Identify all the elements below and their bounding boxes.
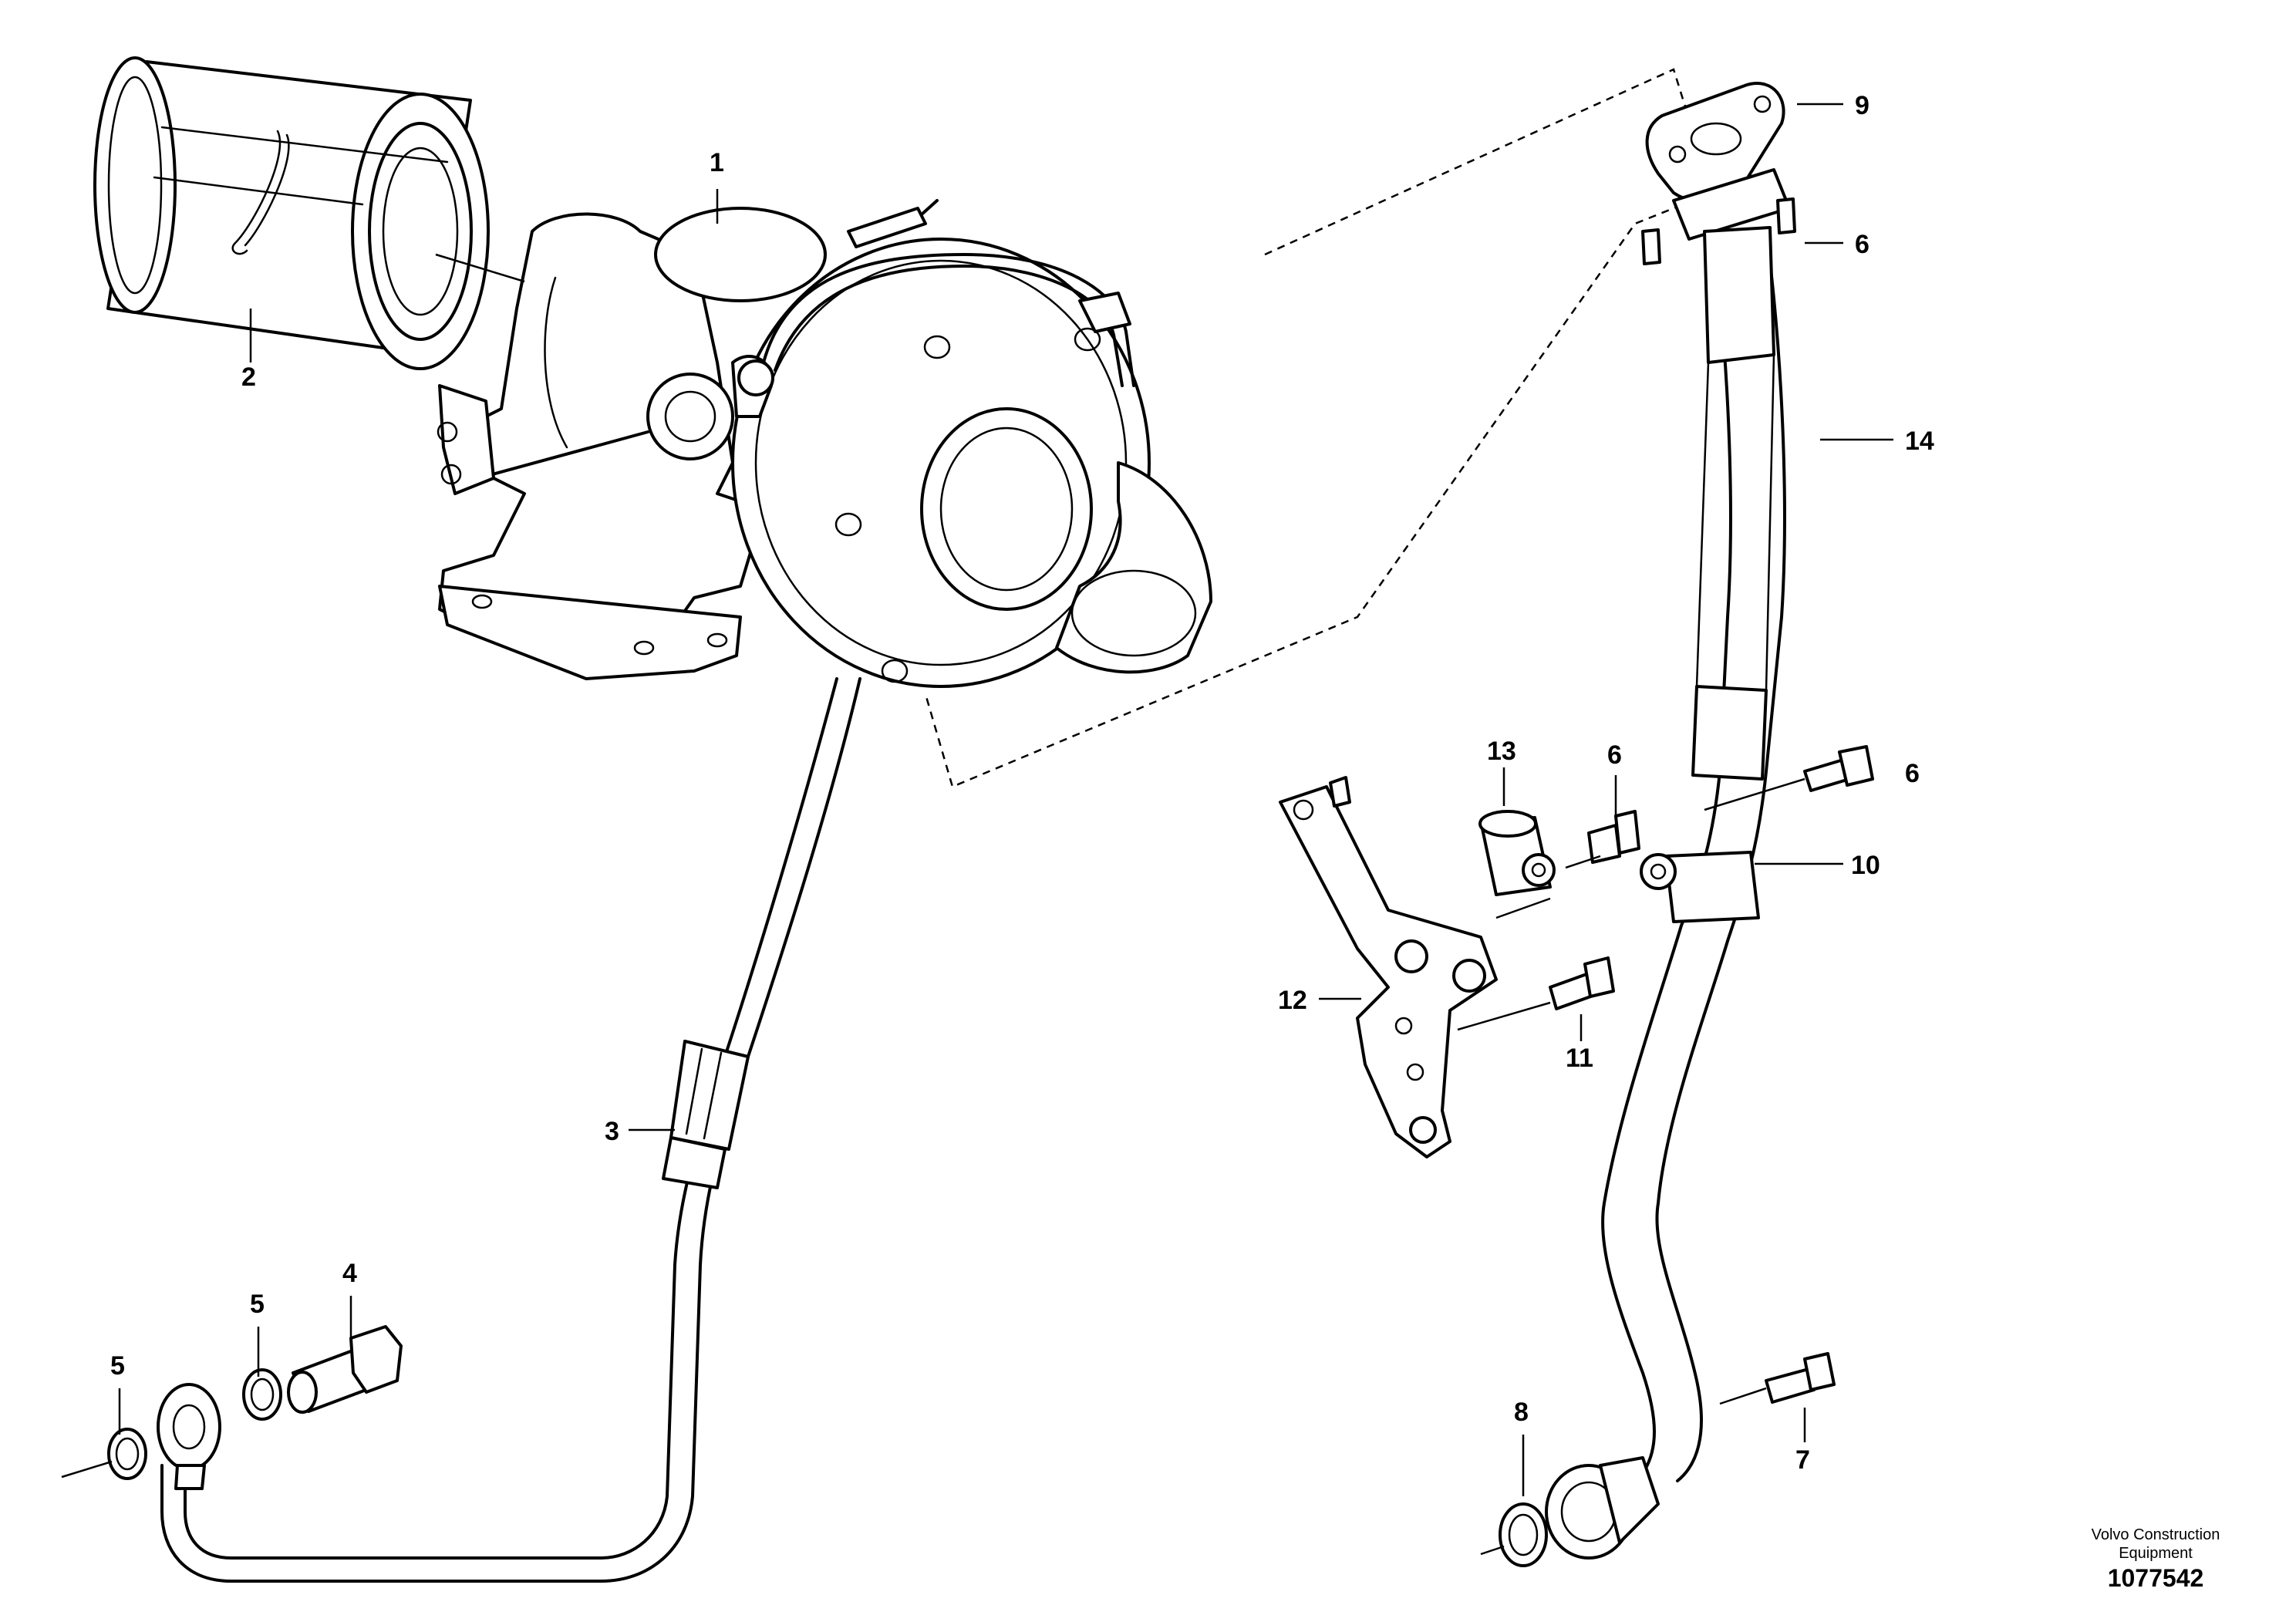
- callout-1: 1: [710, 148, 724, 177]
- callout-11: 11: [1566, 1044, 1593, 1073]
- part-5-washer-a: [107, 1428, 147, 1480]
- callout-14: 14: [1905, 427, 1934, 456]
- company-line-2: Equipment: [2119, 1545, 2193, 1562]
- part-6-bolt-middle: [1587, 810, 1640, 864]
- callout-10: 10: [1851, 851, 1880, 880]
- banjo-fitting: [157, 1383, 221, 1490]
- callout-6-top: 6: [1855, 230, 1870, 259]
- part-4-banjo-bolt: [287, 1325, 403, 1414]
- callout-6-middle: 6: [1607, 740, 1622, 770]
- part-8-washer: [1499, 1502, 1548, 1567]
- callout-13: 13: [1487, 737, 1516, 766]
- company-line-1: Volvo Construction: [2091, 1526, 2220, 1543]
- part-14-oil-return-pipe: [1601, 168, 1791, 1482]
- part-6-bolt-top: [1641, 197, 1796, 265]
- drawing-number: 1077542: [2107, 1564, 2204, 1592]
- callout-labels: 1 2 3 4 5 5 9 6 14 13 6 6 10 12 11 8 7: [110, 91, 1934, 1475]
- callout-7: 7: [1795, 1445, 1810, 1475]
- part-7-bolt: [1765, 1352, 1836, 1404]
- callout-2: 2: [241, 363, 256, 392]
- callout-6-right: 6: [1905, 759, 1920, 788]
- callout-5-upper: 5: [250, 1290, 265, 1319]
- callout-8: 8: [1514, 1398, 1529, 1427]
- callout-5-lower: 5: [110, 1351, 125, 1381]
- part-13-clip: [1478, 810, 1556, 896]
- part-1-turbocharger: [437, 199, 1212, 688]
- part-12-bracket: [1279, 776, 1498, 1158]
- part-2-hose-sleeve: [93, 56, 490, 370]
- callout-4: 4: [342, 1259, 357, 1288]
- footer-company: Volvo Construction Equipment: [2052, 1526, 2260, 1563]
- return-pipe-flange: [1545, 1456, 1660, 1560]
- part-3-oil-feed-pipe: [160, 677, 861, 1583]
- part-10-clamp: [1640, 851, 1760, 923]
- part-5-washer-b: [242, 1368, 282, 1421]
- part-6-bolt-right: [1803, 745, 1874, 792]
- callout-12: 12: [1278, 986, 1307, 1015]
- leader-lines: [61, 103, 1893, 1556]
- callout-3: 3: [605, 1117, 619, 1146]
- part-11-bolt: [1549, 956, 1615, 1010]
- callout-9: 9: [1855, 91, 1870, 120]
- assembly-outline: [924, 68, 1714, 788]
